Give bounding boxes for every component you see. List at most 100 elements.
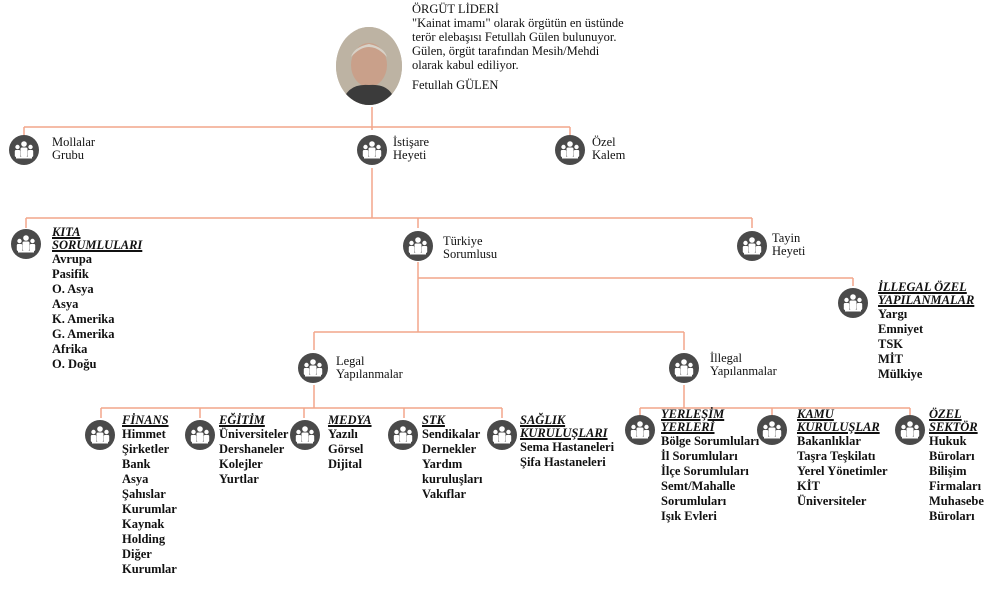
list-item: Işık Evleri: [661, 509, 717, 523]
yerlesim-header-1: YERLEŞİM: [661, 407, 725, 421]
group-icon: [85, 420, 115, 450]
medya: MEDYA Yazılı Görsel Dijital: [328, 414, 372, 472]
istisare-line2: Heyeti: [393, 148, 427, 162]
mollalar-line1: Mollalar: [52, 135, 96, 149]
list-item: İlçe Sorumluları: [661, 464, 749, 478]
group-icon: [625, 415, 655, 445]
list-item: Şifa Hastaneleri: [520, 455, 606, 469]
ozel-sektor-header-2: SEKTÖR: [929, 420, 978, 434]
illegal-ozel-items: Yargı Emniyet TSK MİT Mülkiye: [878, 307, 974, 382]
legal-line2: Yapılanmalar: [336, 367, 403, 381]
list-item: Asya: [52, 297, 79, 311]
list-item: Bank: [122, 457, 151, 471]
illegal-ozel: İLLEGAL ÖZEL YAPILANMALAR Yargı Emniyet …: [878, 281, 974, 382]
list-item: Sema Hastaneleri: [520, 440, 615, 454]
saglik: SAĞLIK KURULUŞLARI Sema Hastaneleri Şifa…: [520, 414, 614, 470]
list-item: Üniversiteler: [797, 494, 867, 508]
group-icon: [838, 288, 868, 318]
list-item: Bilişim: [929, 464, 967, 478]
kita-sorumlulari: KITA SORUMLULARI Avrupa Pasifik O. Asya …: [52, 226, 142, 372]
list-item: Afrika: [52, 342, 88, 356]
stk: STK Sendikalar Dernekler Yardım kuruluşl…: [422, 414, 482, 502]
tayin-line2: Heyeti: [772, 244, 806, 258]
yerlesim-header-2: YERLERİ: [661, 420, 715, 434]
group-icon: [11, 229, 41, 259]
group-icon: [357, 135, 387, 165]
illegal-ozel-header-1: İLLEGAL ÖZEL: [878, 280, 967, 294]
list-item: Semt/Mahalle: [661, 479, 736, 493]
legal-label: Legal Yapılanmalar: [336, 355, 403, 381]
list-item: G. Amerika: [52, 327, 115, 341]
list-item: MİT: [878, 352, 903, 366]
kita-header-2: SORUMLULARI: [52, 238, 143, 252]
list-item: Avrupa: [52, 252, 93, 266]
kamu: KAMU KURULUŞLAR Bakanlıklar Taşra Teşkil…: [797, 408, 888, 509]
group-icon: [757, 415, 787, 445]
list-item: Hukuk: [929, 434, 967, 448]
illegal-label: İllegal Yapılanmalar: [710, 352, 777, 378]
list-item: Bakanlıklar: [797, 434, 861, 448]
list-item: kuruluşları: [422, 472, 483, 486]
group-icon: [298, 353, 328, 383]
istisare-label: İstişare Heyeti: [393, 136, 429, 162]
list-item: Kaynak: [122, 517, 165, 531]
egitim: EĞİTİM Üniversiteler Dershaneler Kolejle…: [219, 414, 288, 487]
list-item: Kurumlar: [122, 562, 177, 576]
list-item: Muhasebe: [929, 494, 984, 508]
turkiye-line1: Türkiye: [443, 234, 483, 248]
list-item: Sendikalar: [422, 427, 481, 441]
list-item: Emniyet: [878, 322, 924, 336]
list-item: Dershaneler: [219, 442, 285, 456]
ozel-sektor: ÖZEL SEKTÖR Hukuk Büroları Bilişim Firma…: [929, 408, 984, 524]
list-item: Büroları: [929, 449, 975, 463]
leader-desc-2: terör elebaşısı Fetullah Gülen bulunuyor…: [412, 30, 617, 44]
stk-header: STK: [422, 413, 445, 427]
list-item: Yurtlar: [219, 472, 259, 486]
list-item: Pasifik: [52, 267, 89, 281]
turkiye-label: Türkiye Sorumlusu: [443, 235, 497, 261]
list-item: Şahıslar: [122, 487, 166, 501]
list-item: Kolejler: [219, 457, 263, 471]
medya-header: MEDYA: [328, 413, 372, 427]
group-icon: [487, 420, 517, 450]
group-icon: [388, 420, 418, 450]
mollalar-line2: Grubu: [52, 148, 84, 162]
kamu-header-1: KAMU: [797, 407, 834, 421]
leader-desc-3: Gülen, örgüt tarafından Mesih/Mehdi: [412, 44, 600, 58]
list-item: Holding: [122, 532, 166, 546]
leader-title: ÖRGÜT LİDERİ: [412, 2, 499, 16]
leader-photo: [336, 27, 402, 105]
list-item: Sorumluları: [661, 494, 727, 508]
list-item: Bölge Sorumluları: [661, 434, 760, 448]
list-item: Yardım: [422, 457, 463, 471]
group-icon: [403, 231, 433, 261]
mollalar-label: Mollalar Grubu: [52, 136, 95, 162]
list-item: O. Doğu: [52, 357, 97, 371]
group-icon: [737, 231, 767, 261]
group-icon: [669, 353, 699, 383]
list-item: K. Amerika: [52, 312, 115, 326]
ozel-kalem-line2: Kalem: [592, 148, 626, 162]
list-item: Yargı: [878, 307, 908, 321]
list-item: Yazılı: [328, 427, 358, 441]
illegal-line1: İllegal: [710, 351, 742, 365]
group-icon: [185, 420, 215, 450]
illegal-ozel-header-2: YAPILANMALAR: [878, 293, 975, 307]
list-item: KİT: [797, 479, 820, 493]
ozel-kalem-label: Özel Kalem: [592, 136, 625, 162]
list-item: Dernekler: [422, 442, 477, 456]
list-item: Yerel Yönetimler: [797, 464, 888, 478]
list-item: Dijital: [328, 457, 363, 471]
yerlesim: YERLEŞİM YERLERİ Bölge Sorumluları İl So…: [661, 408, 759, 524]
saglik-header-2: KURULUŞLARI: [520, 426, 608, 440]
finans-header: FİNANS: [122, 413, 169, 427]
group-icon: [895, 415, 925, 445]
tayin-label: Tayin Heyeti: [772, 232, 805, 258]
list-item: Büroları: [929, 509, 975, 523]
list-item: İl Sorumluları: [661, 449, 738, 463]
leader-desc-1: "Kainat imamı" olarak örgütün en üstünde: [412, 16, 624, 30]
list-item: Asya: [122, 472, 149, 486]
ozel-sektor-header-1: ÖZEL: [929, 407, 962, 421]
turkiye-line2: Sorumlusu: [443, 247, 498, 261]
